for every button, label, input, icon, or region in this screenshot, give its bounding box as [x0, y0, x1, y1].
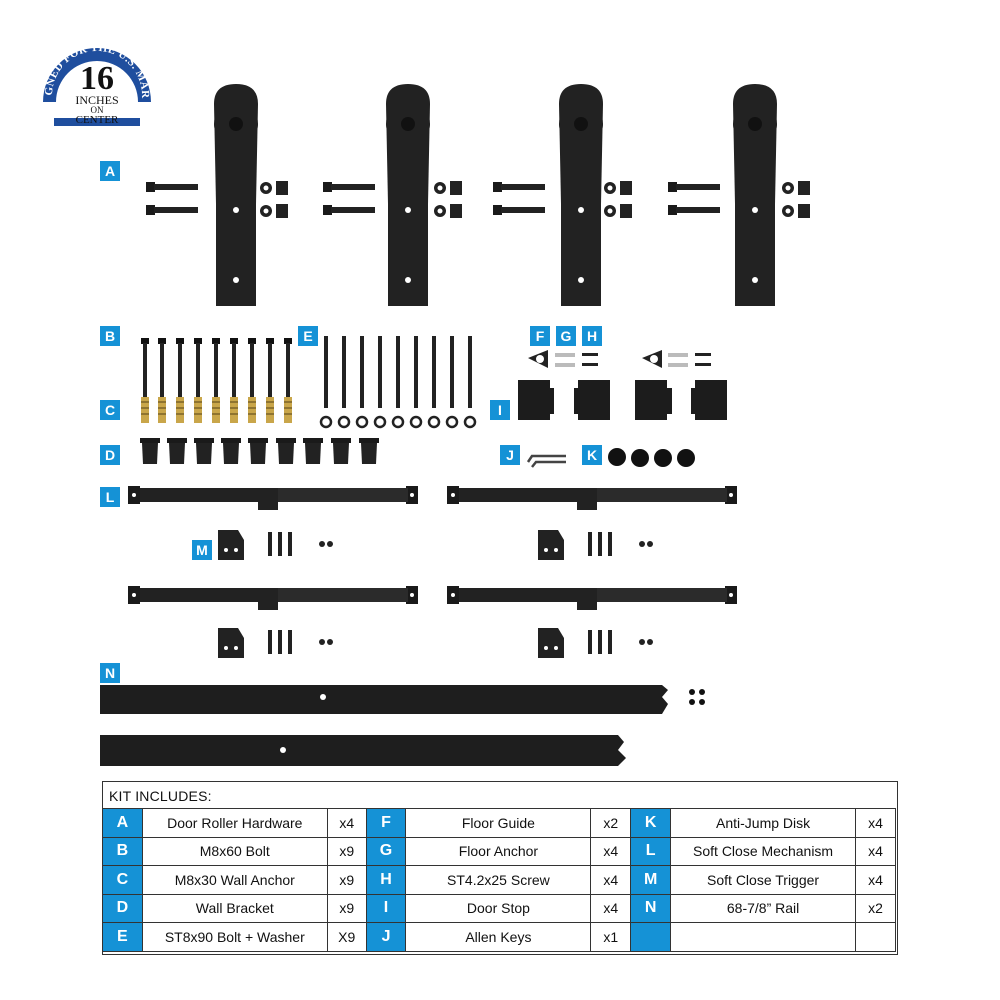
- item-quantity: x2: [855, 893, 896, 923]
- item-quantity: x4: [855, 808, 896, 838]
- label-k: K: [582, 445, 602, 465]
- label-j: J: [500, 445, 520, 465]
- label-i: I: [490, 400, 510, 420]
- label-m: M: [192, 540, 212, 560]
- label-n: N: [100, 663, 120, 683]
- item-quantity: x2: [590, 808, 632, 838]
- label-f: F: [530, 326, 550, 346]
- item-name: Door Stop: [405, 893, 592, 923]
- label-l: L: [100, 487, 120, 507]
- item-name: 68-7/8” Rail: [670, 893, 857, 923]
- badge-on: ON: [90, 105, 104, 115]
- parts-illustration: [100, 84, 810, 766]
- item-code: K: [630, 808, 672, 838]
- market-badge: DESIGNED FOR THE U.S. MARKET 16 INCHES O…: [34, 21, 156, 140]
- item-name: Floor Guide: [405, 808, 592, 838]
- badge-number: 16: [80, 60, 114, 97]
- label-g: G: [556, 326, 576, 346]
- label-d: D: [100, 445, 120, 465]
- item-name: ST4.2x25 Screw: [405, 865, 592, 895]
- item-code: F: [365, 808, 407, 838]
- item-quantity: x4: [326, 808, 367, 838]
- item-quantity: x1: [590, 922, 632, 952]
- kit-title: KIT INCLUDES:: [109, 788, 212, 804]
- label-e: E: [298, 326, 318, 346]
- item-quantity: x4: [855, 865, 896, 895]
- item-code: D: [102, 893, 143, 923]
- item-quantity: x9: [326, 893, 367, 923]
- item-quantity: x9: [326, 836, 367, 866]
- item-code: N: [630, 893, 672, 923]
- item-name: Allen Keys: [405, 922, 592, 952]
- label-h: H: [582, 326, 602, 346]
- item-code: B: [102, 836, 143, 866]
- label-b: B: [100, 326, 120, 346]
- item-name: Anti-Jump Disk: [670, 808, 857, 838]
- item-name: Door Roller Hardware: [141, 808, 328, 838]
- item-name: Floor Anchor: [405, 836, 592, 866]
- item-quantity: X9: [326, 922, 367, 952]
- item-name: ST8x90 Bolt + Washer: [141, 922, 328, 952]
- label-a: A: [100, 161, 120, 181]
- item-code: M: [630, 865, 672, 895]
- item-quantity: x4: [590, 893, 632, 923]
- item-code: A: [102, 808, 143, 838]
- item-name: M8x60 Bolt: [141, 836, 328, 866]
- item-quantity: x4: [855, 836, 896, 866]
- badge-center: CENTER: [75, 114, 119, 126]
- item-code: G: [365, 836, 407, 866]
- item-code: H: [365, 865, 407, 895]
- item-code: C: [102, 865, 143, 895]
- label-c: C: [100, 400, 120, 420]
- item-name: Wall Bracket: [141, 893, 328, 923]
- item-code: I: [365, 893, 407, 923]
- item-quantity: x4: [590, 865, 632, 895]
- item-name: [670, 922, 857, 952]
- badge-inches: INCHES: [75, 93, 119, 107]
- item-name: Soft Close Mechanism: [670, 836, 857, 866]
- badge-emblem: DESIGNED FOR THE U.S. MARKET: [34, 21, 151, 126]
- item-quantity: [855, 922, 896, 952]
- item-name: M8x30 Wall Anchor: [141, 865, 328, 895]
- item-quantity: x4: [590, 836, 632, 866]
- item-code: J: [365, 922, 407, 952]
- item-quantity: x9: [326, 865, 367, 895]
- item-code: E: [102, 922, 143, 952]
- item-code: L: [630, 836, 672, 866]
- item-code: [630, 922, 672, 952]
- item-name: Soft Close Trigger: [670, 865, 857, 895]
